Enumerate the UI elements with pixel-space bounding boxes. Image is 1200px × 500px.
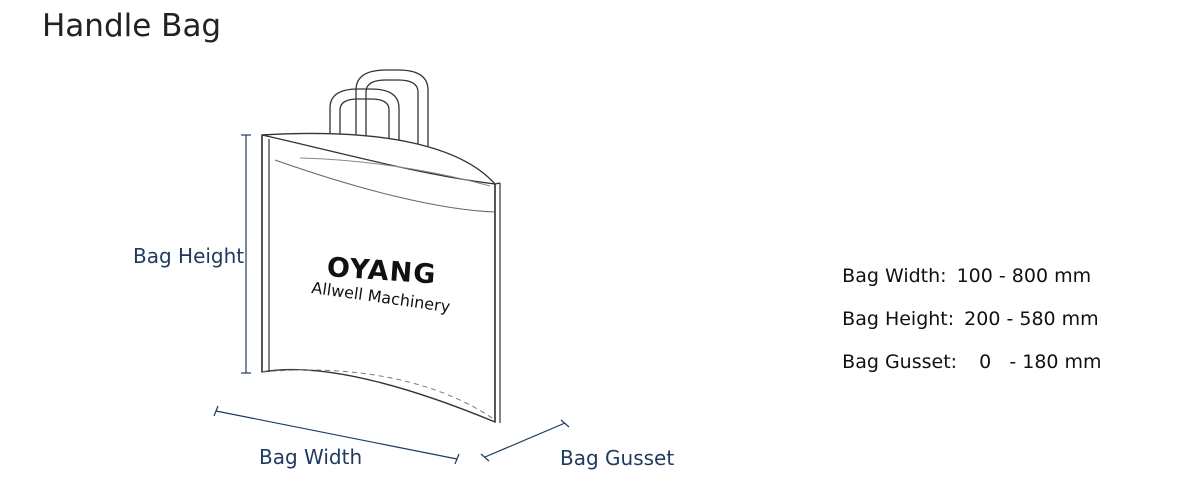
spec-value: 100 - 800 mm (956, 265, 1092, 287)
front-handle-inner (339, 98, 390, 182)
bottom-gusset-dashed (261, 369, 496, 421)
spec-value: 0 - 180 mm (967, 351, 1102, 373)
right-top-cap (494, 182, 501, 185)
bag-inner-rim (299, 157, 491, 187)
spec-row-height: Bag Height: 200 - 580 mm (818, 286, 1102, 330)
spec-label: Bag Height: (842, 308, 955, 330)
back-handle (355, 69, 429, 162)
width-tick-right (454, 453, 460, 465)
spec-value: 200 - 580 mm (964, 308, 1099, 330)
spec-list: Bag Width: 100 - 800 mm Bag Height: 200 - … (818, 243, 1102, 373)
bag-width-label: Bag Width (259, 445, 363, 469)
spec-label: Bag Gusset: (842, 351, 958, 373)
gusset-dimension-line (484, 422, 566, 458)
gusset-tick-left (480, 453, 490, 462)
spec-row-width: Bag Width: 100 - 800 mm (818, 243, 1102, 287)
width-dimension-line (215, 410, 458, 460)
front-handle (329, 88, 400, 180)
back-handle-inner (365, 79, 419, 164)
spec-label: Bag Width: (842, 265, 947, 287)
bag-top-band (274, 159, 496, 213)
bag-gusset-label: Bag Gusset (560, 446, 675, 470)
width-tick-left (213, 405, 219, 417)
page-title: Handle Bag (42, 8, 222, 44)
spec-row-gusset: Bag Gusset: 0 - 180 mm (818, 329, 1102, 373)
gusset-tick-right (560, 419, 570, 428)
bag-height-label: Bag Height (133, 244, 245, 268)
